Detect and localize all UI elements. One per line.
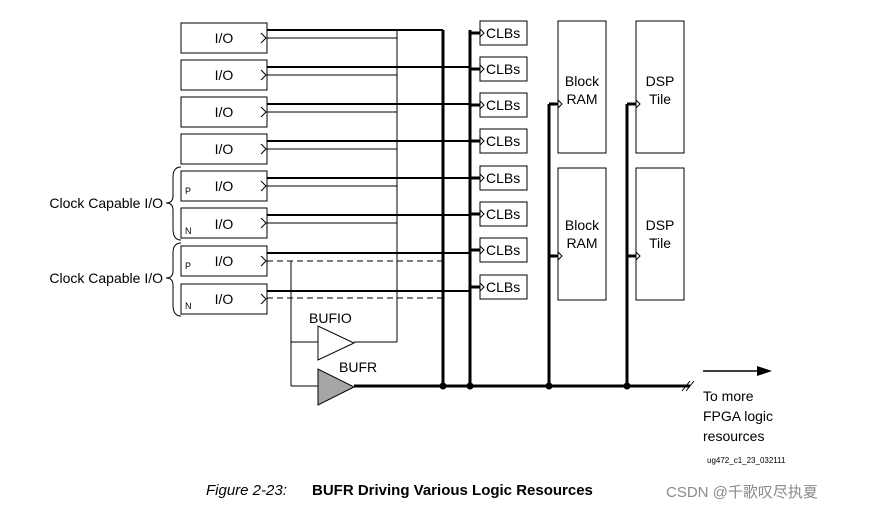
- bufio-output-wire: [354, 30, 398, 343]
- clock-capable-label: Clock Capable I/O: [49, 195, 163, 211]
- clb-block-7: CLBs: [479, 237, 528, 263]
- clb-label: CLBs: [486, 97, 520, 113]
- dsp-tile-label: Tile: [649, 235, 671, 251]
- clb-blocks: [470, 31, 480, 289]
- io-block-1: I/O: [180, 22, 268, 54]
- clb-block-6: CLBs: [479, 201, 528, 227]
- io-label: I/O: [215, 178, 234, 194]
- io-block-5: I/O P: [180, 170, 268, 202]
- clb-block-3: CLBs: [479, 92, 528, 118]
- clb-block-8: CLBs: [479, 274, 528, 300]
- bufio-label: BUFIO: [309, 310, 352, 326]
- clb-block-4: CLBs: [479, 128, 528, 154]
- dsp-tile-2: DSP Tile: [635, 167, 685, 301]
- more-resources-line2: FPGA logic: [703, 408, 773, 424]
- io-label: I/O: [215, 30, 234, 46]
- io-block-3: I/O: [180, 96, 268, 128]
- io-output-wires: [267, 29, 470, 299]
- io-block-6: I/O N: [180, 207, 268, 239]
- clb-block-2: CLBs: [479, 56, 528, 82]
- bufr-label: BUFR: [339, 359, 377, 375]
- io-block-7: I/O P: [180, 245, 268, 277]
- clock-buses: [354, 30, 690, 388]
- more-resources-line3: resources: [703, 428, 764, 444]
- io-label: I/O: [215, 141, 234, 157]
- block-ram-label: RAM: [566, 91, 597, 107]
- clb-block-1: CLBs: [479, 20, 528, 46]
- io-label: I/O: [215, 291, 234, 307]
- figure-id: ug472_c1_23_032111: [707, 456, 786, 465]
- to-more-arrow: To more FPGA logic resources: [681, 366, 773, 444]
- io-label: I/O: [215, 67, 234, 83]
- bufr-buffer: BUFR: [317, 359, 377, 406]
- block-ram-label: Block: [565, 73, 600, 89]
- clb-label: CLBs: [486, 206, 520, 222]
- pin-n-label: N: [185, 226, 192, 236]
- clb-label: CLBs: [486, 133, 520, 149]
- io-block-2: I/O: [180, 59, 268, 91]
- clock-capable-brace-2: Clock Capable I/O: [49, 242, 182, 317]
- pin-p-label: P: [185, 186, 191, 196]
- clb-label: CLBs: [486, 279, 520, 295]
- watermark: CSDN @千歌叹尽执夏: [666, 484, 818, 501]
- clb-label: CLBs: [486, 242, 520, 258]
- pin-n-label: N: [185, 301, 192, 311]
- block-ram-label: RAM: [566, 235, 597, 251]
- bufio-buffer: BUFIO: [309, 310, 356, 361]
- pin-p-label: P: [185, 261, 191, 271]
- block-ram-2: Block RAM: [557, 167, 607, 301]
- io-label: I/O: [215, 104, 234, 120]
- dsp-tile-label: DSP: [646, 73, 675, 89]
- junction-dots: [439, 382, 631, 390]
- io-label: I/O: [215, 253, 234, 269]
- dsp-tile-1: DSP Tile: [635, 20, 685, 154]
- clb-block-5: CLBs: [479, 165, 528, 191]
- io-block-4: I/O: [180, 133, 268, 165]
- io-label: I/O: [215, 216, 234, 232]
- io-block-8: I/O N: [180, 283, 268, 315]
- figure-title: BUFR Driving Various Logic Resources: [312, 482, 593, 499]
- clock-capable-brace-1: Clock Capable I/O: [49, 166, 182, 241]
- clb-label: CLBs: [486, 170, 520, 186]
- block-ram-label: Block: [565, 217, 600, 233]
- clb-label: CLBs: [486, 61, 520, 77]
- clb-label: CLBs: [486, 25, 520, 41]
- dsp-tile-label: DSP: [646, 217, 675, 233]
- block-ram-1: Block RAM: [557, 20, 607, 154]
- clock-capable-label: Clock Capable I/O: [49, 270, 163, 286]
- more-resources-line1: To more: [703, 388, 754, 404]
- dsp-tile-label: Tile: [649, 91, 671, 107]
- figure-number: Figure 2-23:: [206, 482, 287, 499]
- buffer-input-wires: [290, 261, 318, 387]
